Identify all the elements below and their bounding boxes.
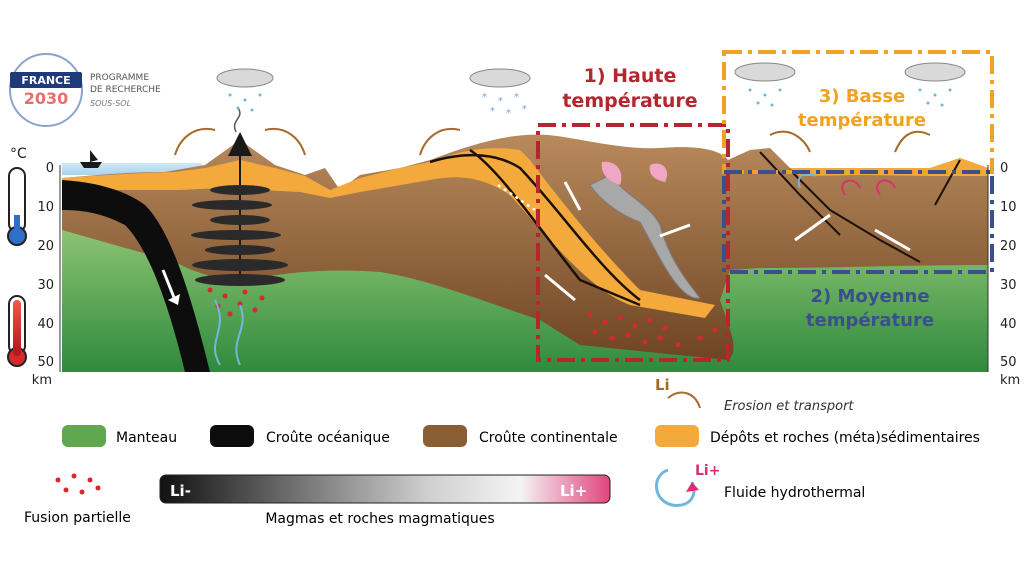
zone-low-label: température	[798, 110, 926, 131]
fault-line	[934, 159, 961, 206]
zone-medium-label: 2) Moyenne	[810, 286, 929, 307]
svg-text:40: 40	[1000, 317, 1017, 332]
hydrothermal-loop	[797, 172, 816, 189]
pink-pluton	[601, 161, 622, 185]
motion-arrows	[544, 181, 911, 302]
hot-thermometer-icon	[7, 295, 27, 367]
pink-pluton	[649, 163, 668, 182]
fault-line	[469, 148, 641, 307]
legend-label-fluide: Fluide hydrothermal	[724, 485, 865, 501]
sediment-layer	[62, 148, 715, 318]
svg-text:FRANCE: FRANCE	[21, 74, 70, 87]
legend-erosion-li: Li	[655, 376, 670, 394]
svg-text:km: km	[32, 373, 52, 388]
svg-text:10: 10	[37, 200, 54, 215]
hydrothermal-loop	[876, 179, 896, 196]
granitic-intrusion	[589, 174, 701, 299]
svg-text:2030: 2030	[24, 89, 69, 108]
legend-li-plus: Li+	[560, 482, 587, 500]
cold-thermometer-icon	[7, 167, 27, 246]
svg-text:*: *	[490, 106, 495, 117]
legend-erosion-label: Erosion et transport	[724, 399, 854, 414]
boat-icon	[80, 150, 102, 168]
legend-label-manteau: Manteau	[116, 430, 177, 446]
legend-label-oceanique: Croûte océanique	[266, 430, 390, 446]
zone-low-label: 3) Basse	[819, 86, 906, 107]
legend-swatch-continentale	[423, 425, 467, 447]
legend-swatch-depots	[655, 425, 699, 447]
volcano	[191, 107, 288, 286]
svg-text:*: *	[514, 92, 519, 103]
legend-label-fusion: Fusion partielle	[24, 510, 131, 526]
svg-text:50: 50	[1000, 355, 1017, 370]
legend-erosion-arrow	[667, 391, 701, 409]
svg-text:20: 20	[37, 239, 54, 254]
depth-ticks-left: 0 10 20 30 40 50 km	[32, 161, 54, 388]
svg-text:SOUS-SOL: SOUS-SOL	[90, 99, 131, 108]
svg-text:0: 0	[46, 161, 54, 176]
hydrothermal-loop	[841, 179, 861, 196]
svg-text:*: *	[498, 96, 503, 107]
svg-text:50: 50	[37, 355, 54, 370]
legend-li-minus: Li-	[170, 482, 191, 500]
erosion-arrows	[174, 127, 931, 156]
legend-fluid-arrow	[655, 468, 696, 507]
oceanic-slab	[62, 180, 210, 372]
svg-text:km: km	[1000, 373, 1020, 388]
temperature-unit: °C	[10, 146, 27, 162]
svg-text:*: *	[522, 104, 527, 115]
legend-label-depots: Dépôts et roches (méta)sédimentaires	[710, 430, 980, 446]
zone-low-box	[722, 50, 994, 174]
snow-icon: *** ***	[482, 92, 527, 119]
france2030-logo: FRANCE 2030 PROGRAMME DE RECHERCHE SOUS-…	[9, 53, 161, 127]
subduction-arrow	[161, 269, 177, 301]
zone-high-label: température	[562, 90, 697, 112]
legend-swatch-manteau	[62, 425, 106, 447]
svg-text:0: 0	[1000, 161, 1008, 176]
svg-text:10: 10	[1000, 200, 1017, 215]
svg-text:DE RECHERCHE: DE RECHERCHE	[90, 85, 161, 95]
zone-medium-box	[722, 170, 994, 274]
fault-line	[759, 151, 841, 236]
zone-high-box	[536, 123, 730, 362]
legend-magma-bar	[159, 474, 611, 504]
svg-text:30: 30	[1000, 278, 1017, 293]
legend-label-magmas: Magmas et roches magmatiques	[265, 511, 494, 527]
fault-line	[429, 153, 641, 301]
partial-melt-zone	[207, 287, 718, 348]
legend-swatch-oceanique	[210, 425, 254, 447]
legend-melt-dots	[55, 473, 101, 495]
cloud-icon	[216, 62, 966, 88]
legend-fluid-li: Li+	[695, 463, 720, 479]
depth-ticks-right: 0 10 20 30 40 50 km	[1000, 161, 1020, 388]
svg-text:PROGRAMME: PROGRAMME	[90, 73, 149, 83]
fault-line	[789, 169, 921, 263]
svg-text:20: 20	[1000, 239, 1017, 254]
legend-label-continentale: Croûte continentale	[479, 430, 618, 446]
zone-high-label: 1) Haute	[584, 65, 677, 87]
svg-text:*: *	[482, 92, 487, 103]
fluid-arrow	[214, 299, 221, 366]
fluid-arrow	[235, 304, 244, 366]
svg-text:30: 30	[37, 278, 54, 293]
zone-medium-label: température	[806, 310, 934, 331]
rain-icon	[228, 88, 952, 112]
svg-text:40: 40	[37, 317, 54, 332]
svg-text:*: *	[506, 108, 511, 119]
